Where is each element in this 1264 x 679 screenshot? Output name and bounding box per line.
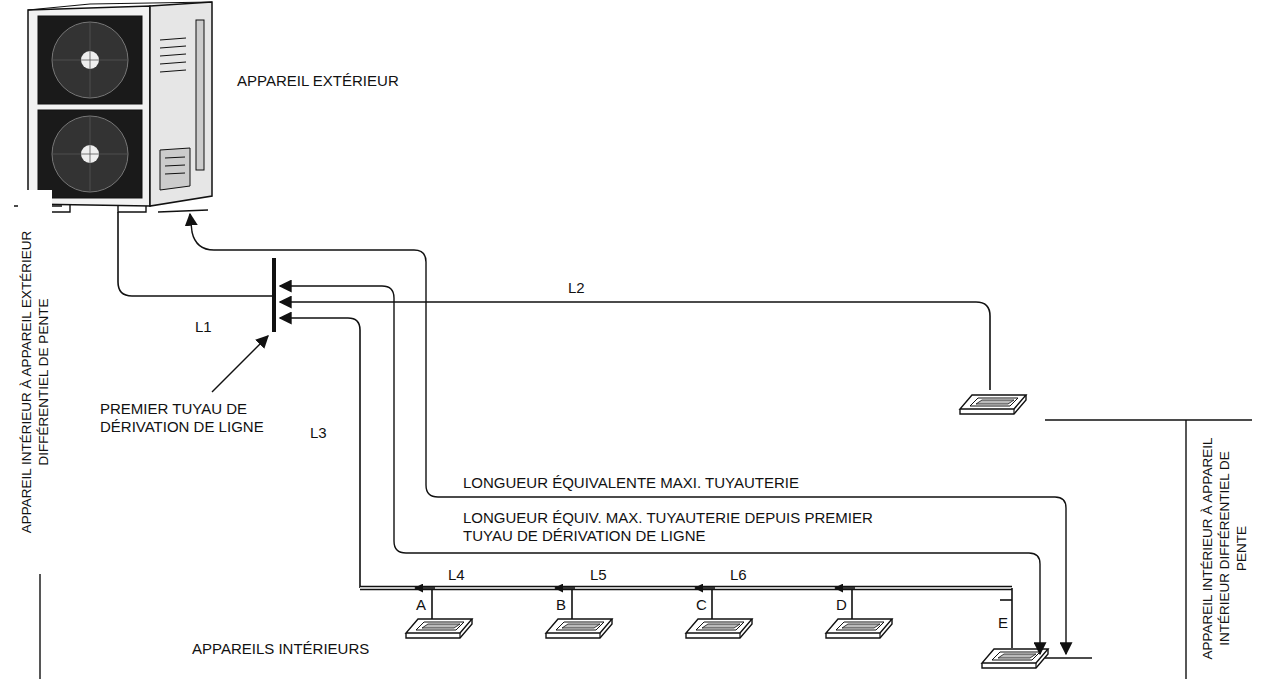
length-arrow xyxy=(190,214,1066,654)
outdoor-unit xyxy=(28,2,212,212)
unit-letter: E xyxy=(996,614,1010,632)
unit-letter: B xyxy=(554,596,568,614)
pipe-length-label: L4 xyxy=(446,566,467,584)
unit-label: APPAREILS INTÉRIEURS xyxy=(190,640,371,658)
dimension-label: LONGUEUR ÉQUIVALENTE MAXI. TUYAUTERIE xyxy=(461,474,801,492)
level-dimension xyxy=(14,206,1252,679)
unit-letter: D xyxy=(834,596,849,614)
unit-label: APPAREIL EXTÉRIEUR xyxy=(235,72,401,90)
level-label: APPAREIL INTÉRIEUR À APPAREIL INTÉRIEUR … xyxy=(1199,433,1250,663)
pipe-length-label: L3 xyxy=(308,424,329,442)
indoor-unit xyxy=(406,395,1092,668)
pipe-length-label: L6 xyxy=(728,566,749,584)
part-label: PREMIER TUYAU DE DÉRIVATION DE LIGNE xyxy=(98,400,294,436)
unit-letter: C xyxy=(694,596,709,614)
level-label: APPAREIL INTÉRIEUR À APPAREIL EXTÉRIEUR … xyxy=(18,190,52,574)
pipe-length-label: L1 xyxy=(193,318,214,336)
unit-letter: A xyxy=(414,596,428,614)
pipe-length-label: L5 xyxy=(588,566,609,584)
pipe-length-label: L2 xyxy=(566,279,587,297)
dimension-label: LONGUEUR ÉQUIV. MAX. TUYAUTERIE DEPUIS P… xyxy=(461,509,895,545)
